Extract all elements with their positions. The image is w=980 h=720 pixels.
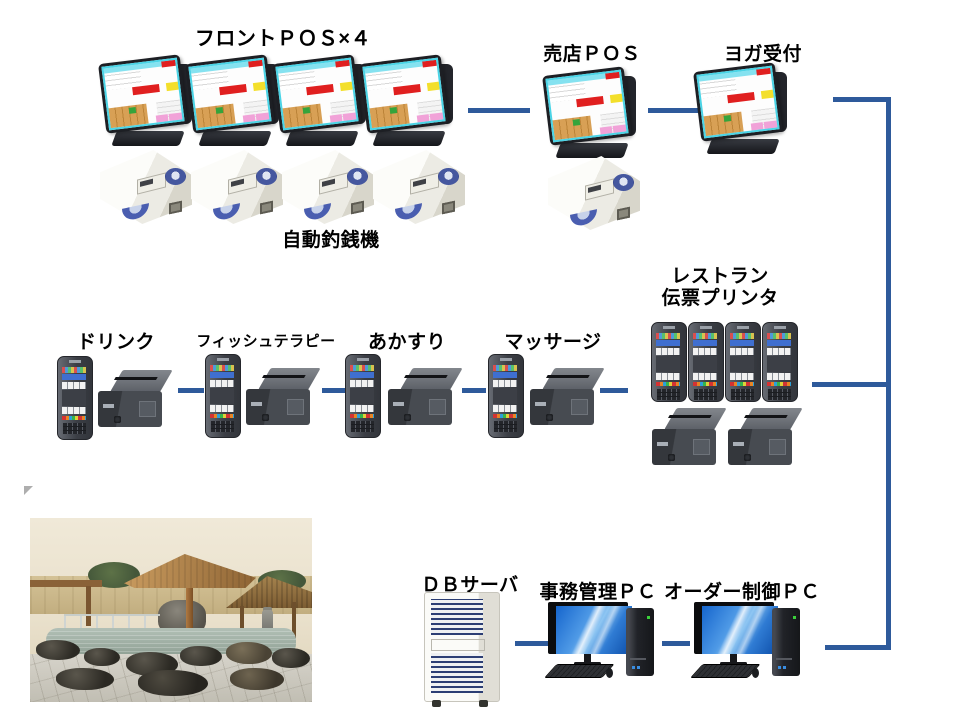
pos-screen: [98, 54, 188, 134]
label-yoga-reception: ヨガ受付: [723, 44, 803, 65]
mouse: [752, 668, 759, 678]
connector-massage-restaurant: [600, 388, 628, 393]
yoga-pos-terminal: [693, 62, 791, 156]
shop-change-machine: [548, 156, 640, 230]
db-server-tower: [424, 592, 500, 707]
restaurant-printer-2: [728, 408, 803, 466]
label-massage: マッサージ: [504, 332, 602, 353]
change-machine-3: [282, 150, 374, 224]
connector-server-officepc: [515, 641, 548, 646]
label-akasuri: あかすり: [367, 332, 447, 353]
restaurant-handheld-2: [688, 322, 724, 402]
caster: [432, 700, 441, 707]
front-pos-terminal-4: [359, 54, 457, 148]
connector-trunk: [886, 97, 891, 650]
order-control-pc: [688, 600, 802, 686]
change-machine-4: [373, 150, 465, 224]
label-drink: ドリンク: [76, 332, 156, 353]
monitor: [548, 602, 632, 654]
restaurant-handheld-3: [725, 322, 761, 402]
pos-screen: [359, 54, 449, 134]
monitor: [694, 602, 778, 654]
umbrella-gazebo: [124, 554, 256, 588]
stone-lantern: [262, 610, 273, 634]
restaurant-printer-1: [652, 408, 727, 466]
restaurant-handheld-1: [651, 322, 687, 402]
connector-fish-akasuri: [322, 388, 346, 393]
pos-screen: [693, 62, 783, 142]
pergola-beam: [30, 580, 102, 587]
pos-screen: [272, 54, 362, 134]
fish-receipt-printer: [246, 368, 321, 426]
mouse: [606, 668, 613, 678]
label-restaurant-printer: レストラン 伝票プリンタ: [661, 266, 778, 310]
label-change-machine: 自動釣銭機: [282, 230, 380, 251]
connector-akasuri-massage: [462, 388, 486, 393]
label-shop-pos: 売店ＰＯＳ: [543, 44, 641, 65]
front-pos-terminal-1: [98, 54, 196, 148]
akasuri-receipt-printer: [388, 368, 463, 426]
pos-screen: [542, 66, 632, 146]
connector-drink-fish: [178, 388, 204, 393]
connector-mid-branch: [812, 382, 891, 387]
office-admin-pc: [542, 600, 656, 686]
front-pos-terminal-2: [185, 54, 283, 148]
massage-receipt-printer: [530, 368, 605, 426]
restaurant-handheld-4: [762, 322, 798, 402]
keyboard: [544, 664, 615, 678]
pc-tower: [772, 608, 800, 676]
connector-top-branch: [833, 97, 891, 102]
connector-shoppos-yoga: [648, 108, 700, 113]
label-order-pc: オーダー制御ＰＣ: [663, 582, 821, 603]
fish-handheld-terminal: [205, 354, 241, 438]
caster: [479, 700, 488, 707]
connector-frontpos-shoppos: [468, 108, 530, 113]
pos-screen: [185, 54, 275, 134]
label-fish-therapy: フィッシュテラピー: [196, 333, 336, 350]
change-machine-1: [100, 150, 192, 224]
drink-handheld-terminal: [57, 356, 93, 440]
drink-receipt-printer: [98, 370, 173, 428]
massage-handheld-terminal: [488, 354, 524, 438]
front-pos-terminal-3: [272, 54, 370, 148]
change-machine-2: [191, 150, 283, 224]
label-front-pos: フロントＰＯＳ×４: [194, 28, 372, 50]
label-office-pc: 事務管理ＰＣ: [539, 582, 657, 603]
keyboard: [690, 664, 761, 678]
akasuri-handheld-terminal: [345, 354, 381, 438]
corner-arrow-icon: [24, 486, 33, 495]
pc-tower: [626, 608, 654, 676]
label-db-server: ＤＢサーバ: [421, 575, 519, 596]
connector-bottom-branch: [825, 645, 891, 650]
connector-officepc-orderpc: [662, 641, 690, 646]
shop-pos-terminal: [542, 66, 640, 160]
onsen-photo: [30, 518, 312, 702]
label-restaurant-line1: レストラン: [671, 266, 769, 287]
label-restaurant-line2: 伝票プリンタ: [661, 288, 779, 309]
